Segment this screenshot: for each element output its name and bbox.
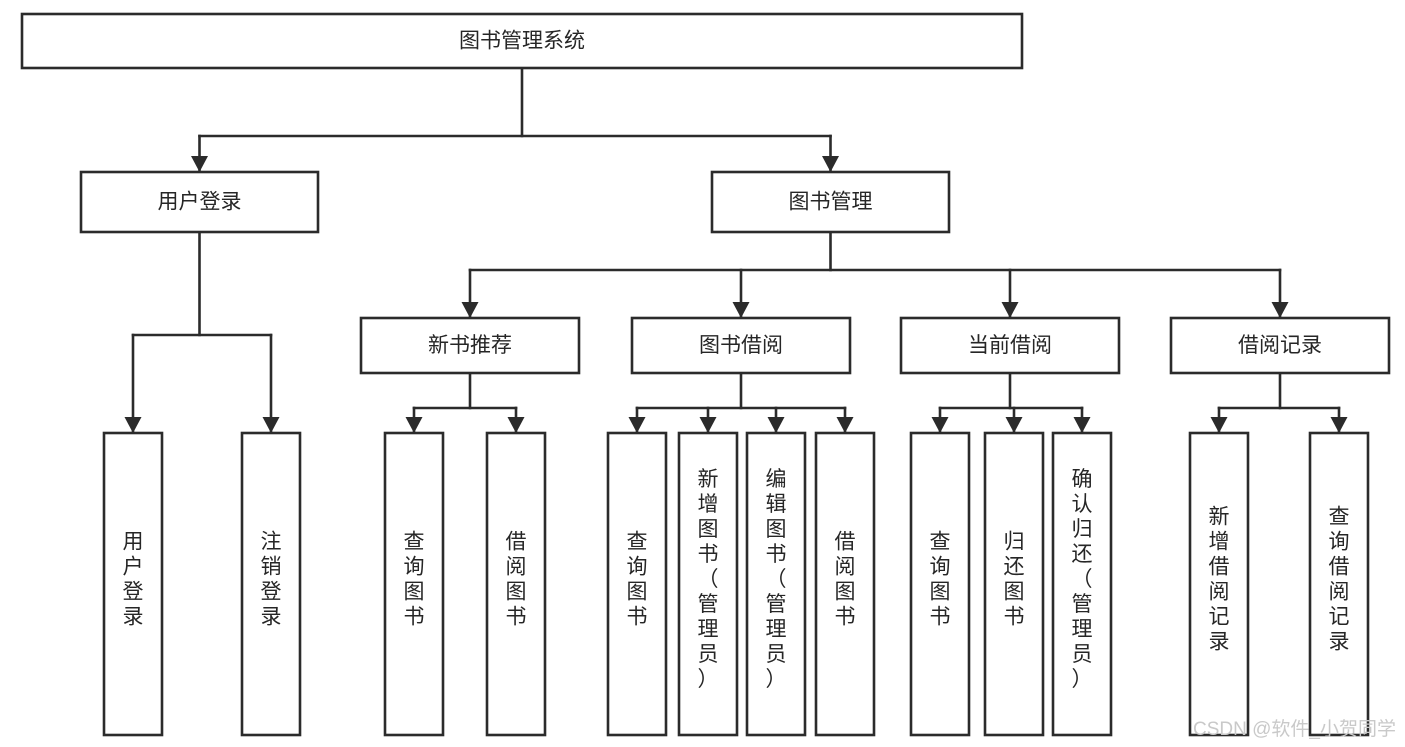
leaf-node-leaf-return-book[interactable]: 归还图书 <box>983 431 1045 737</box>
edge-root-arrowhead-1 <box>822 156 839 172</box>
leaf-node-leaf-add-record-label: 新增借阅记录 <box>1209 506 1230 654</box>
edge-book-manage-arrowhead-2 <box>1001 302 1019 318</box>
leaf-node-leaf-borrow-book-2-box[interactable] <box>814 431 876 737</box>
leaf-node-leaf-confirm-return-box[interactable] <box>1051 431 1113 737</box>
leaf-node-leaf-add-book-label: 新增图书（管理员） <box>698 468 719 691</box>
edge-book-borrow-arrowhead-1 <box>699 417 717 433</box>
leaf-node-leaf-add-book-box[interactable] <box>677 431 739 737</box>
node-new-book-recommend-label: 新书推荐 <box>428 334 512 357</box>
root-node-book-management-system-box[interactable] <box>20 12 1024 70</box>
connector-layer <box>124 66 1348 434</box>
node-user-login[interactable]: 用户登录 <box>79 170 320 234</box>
edge-new-book-recommend-arrowhead-0 <box>405 417 423 433</box>
leaf-node-leaf-return-book-label: 归还图书 <box>1004 531 1025 629</box>
leaf-node-leaf-confirm-return-label: 确认归还（管理员） <box>1072 468 1093 691</box>
leaf-node-leaf-query-book-3-label: 查询图书 <box>930 531 951 629</box>
leaf-node-leaf-query-book-1[interactable]: 查询图书 <box>383 431 445 737</box>
leaf-node-leaf-query-record-box[interactable] <box>1308 431 1370 737</box>
csdn-watermark: CSDN @软件_小贺同学 <box>1193 718 1396 740</box>
leaf-node-leaf-query-record[interactable]: 查询借阅记录 <box>1308 431 1370 737</box>
node-book-manage-label: 图书管理 <box>789 191 873 214</box>
node-book-borrow[interactable]: 图书借阅 <box>630 316 852 375</box>
leaf-node-leaf-user-login[interactable]: 用户登录 <box>102 431 164 737</box>
edge-current-borrow-arrowhead-0 <box>931 417 949 433</box>
leaf-node-leaf-borrow-book-1-label: 借阅图书 <box>506 531 527 629</box>
leaf-node-leaf-borrow-book-1-box[interactable] <box>485 431 547 737</box>
node-book-manage[interactable]: 图书管理 <box>710 170 951 234</box>
leaf-node-leaf-logout[interactable]: 注销登录 <box>240 431 302 737</box>
node-current-borrow-label: 当前借阅 <box>968 334 1052 357</box>
edge-book-borrow-arrowhead-2 <box>767 417 785 433</box>
leaf-node-leaf-edit-book[interactable]: 编辑图书（管理员） <box>745 431 807 737</box>
node-book-manage-box[interactable] <box>710 170 951 234</box>
root-node-book-management-system-label: 图书管理系统 <box>459 30 585 53</box>
leaf-node-leaf-query-book-1-label: 查询图书 <box>404 531 425 629</box>
node-layer: 图书管理系统用户登录图书管理新书推荐图书借阅当前借阅借阅记录用户登录注销登录查询… <box>20 12 1391 737</box>
leaf-node-leaf-confirm-return[interactable]: 确认归还（管理员） <box>1051 431 1113 737</box>
leaf-node-leaf-user-login-box[interactable] <box>102 431 164 737</box>
node-new-book-recommend[interactable]: 新书推荐 <box>359 316 581 375</box>
node-book-borrow-box[interactable] <box>630 316 852 375</box>
leaf-node-leaf-borrow-book-2[interactable]: 借阅图书 <box>814 431 876 737</box>
node-current-borrow[interactable]: 当前借阅 <box>899 316 1121 375</box>
edge-current-borrow-arrowhead-2 <box>1073 417 1091 433</box>
edge-borrow-record-arrowhead-0 <box>1210 417 1228 433</box>
edge-book-manage-arrowhead-3 <box>1271 302 1289 318</box>
leaf-node-leaf-add-record[interactable]: 新增借阅记录 <box>1188 431 1250 737</box>
leaf-node-leaf-return-book-box[interactable] <box>983 431 1045 737</box>
leaf-node-leaf-query-book-2-box[interactable] <box>606 431 668 737</box>
leaf-node-leaf-add-record-box[interactable] <box>1188 431 1250 737</box>
node-borrow-record[interactable]: 借阅记录 <box>1169 316 1391 375</box>
leaf-node-leaf-query-record-label: 查询借阅记录 <box>1329 506 1350 654</box>
edge-user-login-arrowhead-1 <box>262 417 280 433</box>
leaf-node-leaf-query-book-2-label: 查询图书 <box>627 531 648 629</box>
leaf-node-leaf-borrow-book-1[interactable]: 借阅图书 <box>485 431 547 737</box>
edge-current-borrow-arrowhead-1 <box>1005 417 1023 433</box>
leaf-node-leaf-add-book[interactable]: 新增图书（管理员） <box>677 431 739 737</box>
node-borrow-record-box[interactable] <box>1169 316 1391 375</box>
leaf-node-leaf-logout-label: 注销登录 <box>261 531 282 629</box>
node-book-borrow-label: 图书借阅 <box>699 334 783 357</box>
leaf-node-leaf-edit-book-box[interactable] <box>745 431 807 737</box>
leaf-node-leaf-query-book-3-box[interactable] <box>909 431 971 737</box>
root-node-book-management-system[interactable]: 图书管理系统 <box>20 12 1024 70</box>
edge-book-manage-arrowhead-1 <box>732 302 750 318</box>
edge-book-borrow-arrowhead-3 <box>836 417 854 433</box>
leaf-node-leaf-logout-box[interactable] <box>240 431 302 737</box>
node-current-borrow-box[interactable] <box>899 316 1121 375</box>
node-borrow-record-label: 借阅记录 <box>1238 334 1322 357</box>
edge-new-book-recommend-arrowhead-1 <box>507 417 525 433</box>
leaf-node-leaf-query-book-2[interactable]: 查询图书 <box>606 431 668 737</box>
edge-borrow-record-arrowhead-1 <box>1330 417 1348 433</box>
node-user-login-label: 用户登录 <box>158 191 242 214</box>
leaf-node-leaf-edit-book-label: 编辑图书（管理员） <box>766 468 787 691</box>
leaf-node-leaf-query-book-1-box[interactable] <box>383 431 445 737</box>
edge-book-borrow-arrowhead-0 <box>628 417 646 433</box>
node-user-login-box[interactable] <box>79 170 320 234</box>
node-new-book-recommend-box[interactable] <box>359 316 581 375</box>
leaf-node-leaf-borrow-book-2-label: 借阅图书 <box>835 531 856 629</box>
edge-user-login-arrowhead-0 <box>124 417 142 433</box>
edge-book-manage-arrowhead-0 <box>461 302 479 318</box>
leaf-node-leaf-query-book-3[interactable]: 查询图书 <box>909 431 971 737</box>
edge-root-arrowhead-0 <box>191 156 208 172</box>
leaf-node-leaf-user-login-label: 用户登录 <box>123 531 144 629</box>
